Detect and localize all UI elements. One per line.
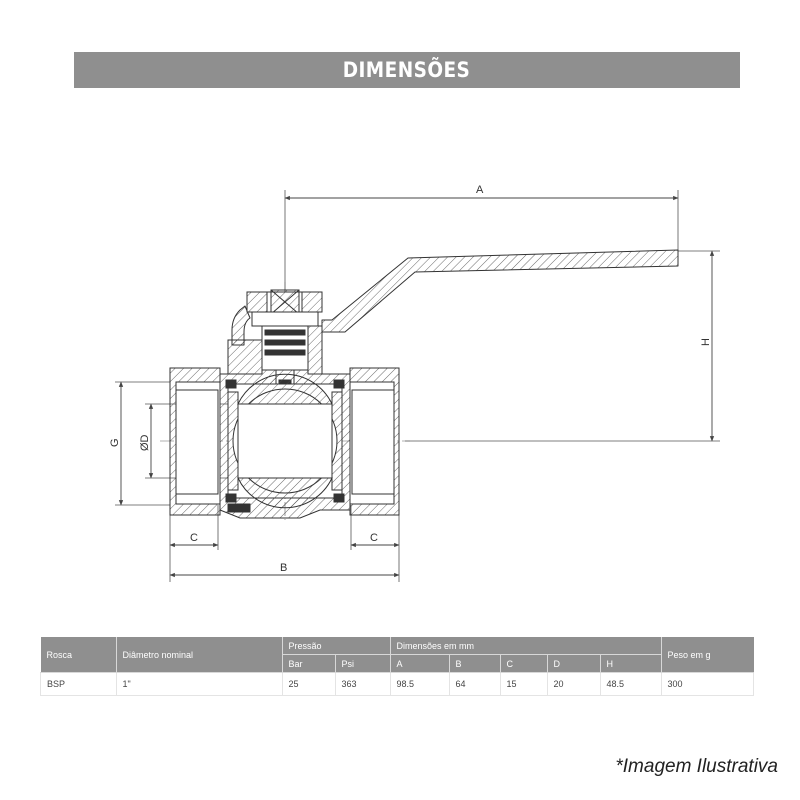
header-b: B <box>449 654 501 673</box>
dim-label-h: H <box>700 338 712 346</box>
cell-rosca: BSP <box>40 672 117 696</box>
handle-lever <box>231 249 679 346</box>
dimension-lines <box>118 195 715 578</box>
dim-label-b: B <box>280 562 287 574</box>
header-dimensoes: Dimensões em mm <box>390 637 662 655</box>
table-row: BSP 1" 25 363 98.5 64 15 20 48.5 300 <box>40 672 754 696</box>
header-peso: Peso em g <box>661 637 754 673</box>
header-c: C <box>500 654 548 673</box>
header-rosca: Rosca <box>40 637 117 673</box>
cell-bar: 25 <box>282 672 336 696</box>
header-pressao: Pressão <box>282 637 391 655</box>
dim-label-g: G <box>109 438 121 447</box>
cell-diametro: 1" <box>116 672 283 696</box>
dim-label-d: ØD <box>139 434 151 451</box>
header-h: H <box>600 654 662 673</box>
specifications-table: Rosca Diâmetro nominal Pressão Dimensões… <box>40 637 754 696</box>
cell-h: 48.5 <box>600 672 662 696</box>
cell-a: 98.5 <box>390 672 450 696</box>
header-diametro: Diâmetro nominal <box>116 637 283 673</box>
header-d: D <box>547 654 601 673</box>
section-title: DIMENSÕES <box>343 58 471 82</box>
cell-peso: 300 <box>661 672 754 696</box>
header-a: A <box>390 654 450 673</box>
header-psi: Psi <box>335 654 391 673</box>
illustrative-image-note: *Imagem Ilustrativa <box>615 756 778 777</box>
cell-psi: 363 <box>335 672 391 696</box>
valve-body <box>169 367 400 519</box>
dim-label-a: A <box>476 184 484 196</box>
dim-label-c-left: C <box>190 532 198 544</box>
section-title-banner: DIMENSÕES <box>74 52 740 88</box>
header-bar: Bar <box>282 654 336 673</box>
cell-b: 64 <box>449 672 501 696</box>
dim-label-c-right: C <box>370 532 378 544</box>
cell-c: 15 <box>500 672 548 696</box>
cell-d: 20 <box>547 672 601 696</box>
